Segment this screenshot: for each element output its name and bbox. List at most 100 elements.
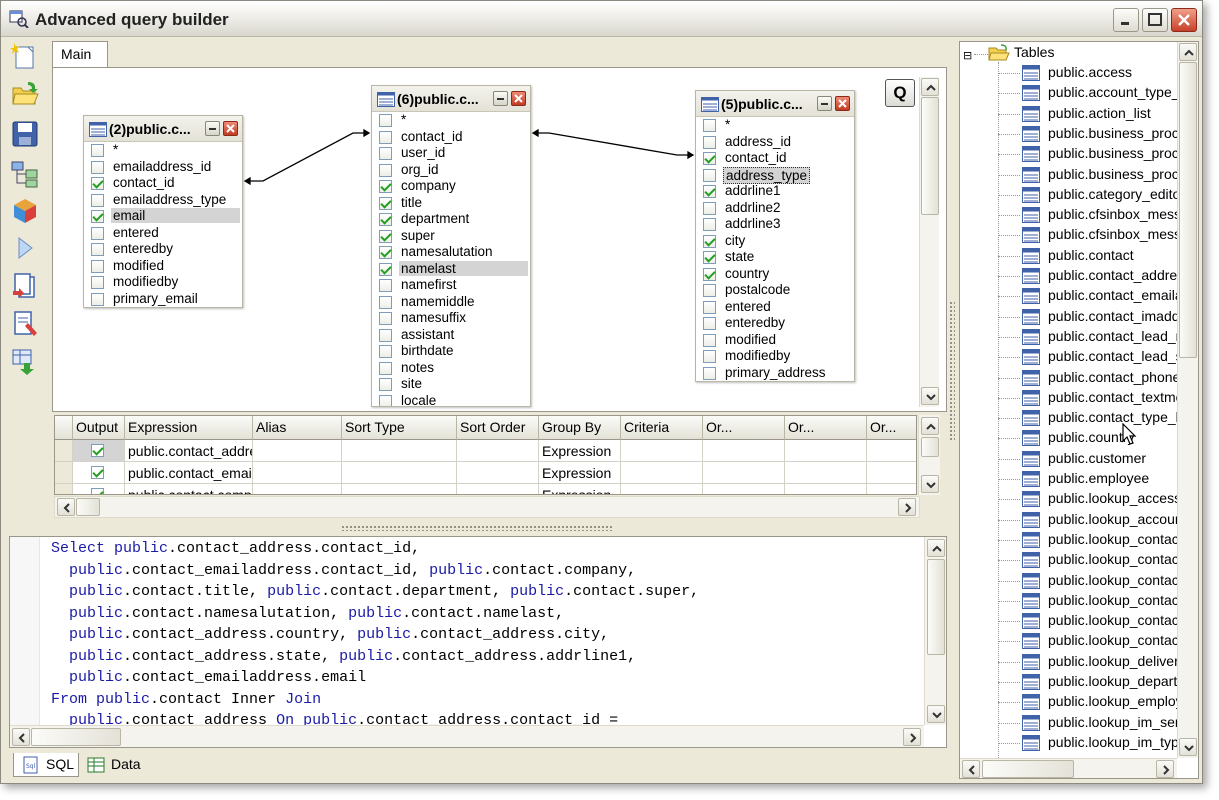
grid-cell[interactable] — [785, 440, 867, 462]
tree-item-table[interactable]: public.contact_phone — [1022, 368, 1180, 388]
grid-cell[interactable] — [342, 484, 457, 494]
tree-item-table[interactable]: public.lookup_deliver — [1022, 652, 1179, 672]
field-checkbox[interactable] — [703, 234, 716, 248]
scroll-thumb[interactable] — [921, 97, 939, 215]
table-header[interactable]: (6)public.c... — [372, 86, 530, 112]
tree-item-table[interactable]: public.business_proce — [1022, 144, 1187, 164]
tree-item-table[interactable]: public.customer — [1022, 449, 1176, 469]
group-by-cell[interactable]: Expression — [539, 484, 621, 494]
field-checkbox[interactable] — [703, 135, 716, 149]
grid-cell[interactable] — [457, 462, 539, 484]
field-checkbox[interactable] — [379, 279, 392, 292]
grid-cell[interactable] — [621, 462, 703, 484]
tab-sql[interactable]: Sql SQL — [13, 753, 79, 777]
field-checkbox[interactable] — [703, 218, 716, 231]
field-row[interactable]: namesuffix — [372, 310, 530, 327]
field-row[interactable]: * — [84, 142, 242, 159]
scroll-up-button[interactable] — [921, 417, 939, 435]
field-row[interactable]: namesalutation — [372, 244, 530, 261]
scroll-up-button[interactable] — [927, 539, 945, 557]
field-row[interactable]: emailaddress_type — [84, 192, 242, 209]
minimize-button[interactable] — [1113, 8, 1139, 32]
field-checkbox[interactable] — [379, 229, 392, 243]
scroll-thumb[interactable] — [921, 437, 939, 457]
field-checkbox[interactable] — [703, 119, 716, 132]
field-checkbox[interactable] — [703, 201, 716, 215]
scroll-thumb[interactable] — [76, 498, 100, 516]
field-row[interactable]: modified — [696, 332, 854, 349]
field-checkbox[interactable] — [703, 267, 716, 281]
field-row[interactable]: modifiedby — [696, 348, 854, 365]
field-row[interactable]: state — [696, 249, 854, 266]
field-row[interactable]: address_id — [696, 134, 854, 151]
scroll-right-button[interactable] — [898, 498, 916, 516]
grid-cell[interactable] — [253, 484, 342, 494]
tree-item-table[interactable]: public.contact — [1022, 246, 1176, 266]
field-row[interactable]: title — [372, 195, 530, 212]
close-table-button[interactable] — [511, 91, 526, 106]
field-checkbox[interactable] — [703, 284, 716, 297]
field-row[interactable]: country — [696, 266, 854, 283]
minimize-table-button[interactable] — [493, 91, 508, 106]
grid-cell[interactable] — [253, 440, 342, 462]
new-query-icon[interactable] — [10, 41, 40, 71]
scroll-right-button[interactable] — [1156, 760, 1174, 778]
column-header[interactable]: Expression — [125, 416, 253, 440]
field-row[interactable]: modified — [84, 258, 242, 275]
field-row[interactable]: addrline3 — [696, 216, 854, 233]
field-row[interactable]: primary_email — [84, 291, 242, 308]
field-checkbox[interactable] — [379, 361, 392, 375]
field-row[interactable]: super — [372, 228, 530, 245]
field-row[interactable]: user_id — [372, 145, 530, 162]
close-window-button[interactable] — [1171, 8, 1197, 32]
field-row[interactable]: emailaddress_id — [84, 159, 242, 176]
column-header[interactable]: Criteria — [621, 416, 703, 440]
field-checkbox[interactable] — [379, 295, 392, 309]
tree-item-table[interactable]: public.lookup_employ — [1022, 692, 1183, 712]
group-by-cell[interactable]: Expression — [539, 462, 621, 484]
field-row[interactable]: contact_id — [84, 175, 242, 192]
field-checkbox[interactable] — [703, 300, 716, 314]
field-row[interactable]: locale — [372, 393, 530, 406]
vertical-splitter[interactable] — [949, 301, 955, 441]
expression-cell[interactable]: public.contact_email — [125, 462, 253, 484]
object-cube-icon[interactable] — [10, 196, 40, 226]
column-header[interactable]: Output — [73, 416, 125, 440]
scroll-thumb[interactable] — [31, 728, 121, 746]
tree-item-table[interactable]: public.contact_emaila — [1022, 286, 1183, 306]
scroll-up-button[interactable] — [1179, 43, 1197, 61]
field-row[interactable]: addrline2 — [696, 200, 854, 217]
expression-cell[interactable]: public.contact_addre — [125, 440, 253, 462]
field-row[interactable]: entered — [696, 299, 854, 316]
field-checkbox[interactable] — [379, 246, 392, 259]
grid-cell[interactable] — [621, 484, 703, 494]
row-indicator[interactable] — [55, 484, 73, 494]
field-row[interactable]: birthdate — [372, 343, 530, 360]
scroll-right-button[interactable] — [903, 728, 921, 746]
tree-item-table[interactable]: public.access — [1022, 63, 1176, 83]
field-checkbox[interactable] — [703, 251, 716, 264]
group-by-cell[interactable]: Expression — [539, 440, 621, 462]
field-row[interactable]: site — [372, 376, 530, 393]
tab-main[interactable]: Main — [52, 41, 108, 68]
column-header[interactable]: Sort Type — [342, 416, 457, 440]
sql-editor[interactable]: Select public.contact_address.contact_id… — [9, 536, 947, 748]
field-row[interactable]: * — [696, 117, 854, 134]
field-checkbox[interactable] — [703, 317, 716, 330]
field-checkbox[interactable] — [91, 177, 104, 190]
field-row[interactable]: namemiddle — [372, 294, 530, 311]
field-row[interactable]: notes — [372, 360, 530, 377]
field-checkbox[interactable] — [379, 147, 392, 160]
field-row[interactable]: modifiedby — [84, 274, 242, 291]
field-row[interactable]: assistant — [372, 327, 530, 344]
tree-item-table[interactable]: public.contact_lead_r — [1022, 327, 1180, 347]
grid-cell[interactable] — [342, 462, 457, 484]
save-icon[interactable] — [10, 119, 40, 149]
field-row[interactable]: addrline1 — [696, 183, 854, 200]
grid-horizontal-scrollbar[interactable] — [54, 496, 920, 518]
sql-horizontal-scrollbar[interactable] — [10, 725, 924, 747]
field-checkbox[interactable] — [91, 210, 104, 223]
tree-item-table[interactable]: public.cfsinbox_mess — [1022, 225, 1181, 245]
